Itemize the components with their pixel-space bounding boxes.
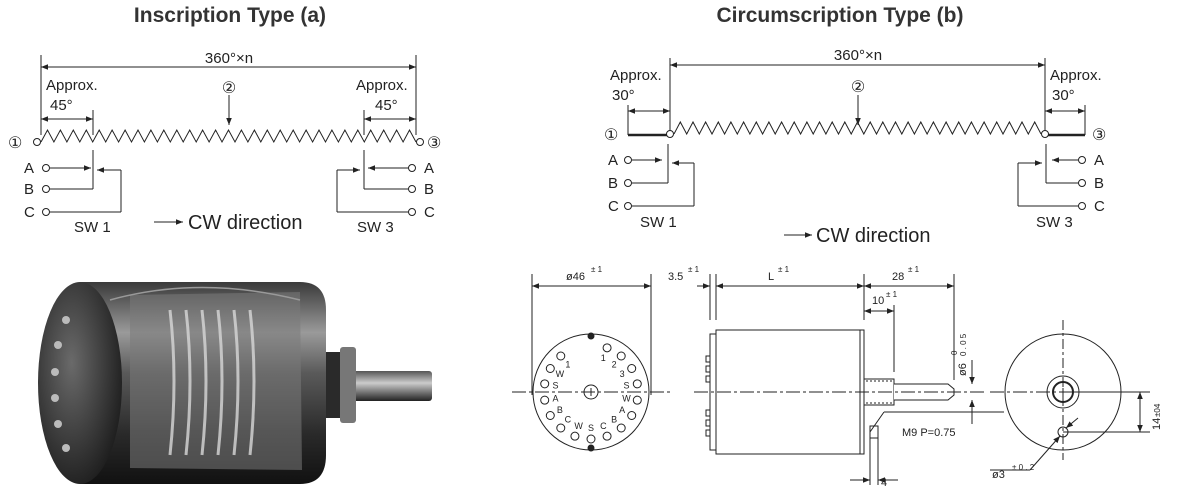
inscription-left-b: B [24,181,34,198]
face-lug [540,379,550,389]
dim-flange: 3.5 [668,271,683,283]
circumscription-left-b: B [608,175,618,192]
face-label: 1 [565,359,570,369]
face-label: B [557,405,563,415]
face-label: W [622,393,631,403]
face-lug [602,343,612,353]
face-label: C [565,415,572,425]
dim-length-tol: ± 1 [778,265,790,274]
face-lug [632,395,642,405]
face-label: W [556,369,565,379]
inscription-terminal-left: ① [8,135,22,152]
inscription-direction: CW direction [188,212,302,234]
face-lug [616,351,626,361]
face-label: S [553,381,559,391]
inscription-sw1: SW 1 [74,219,111,236]
inscription-angle-right: 45° [375,97,398,114]
circumscription-angle-right: 30° [1052,87,1075,104]
circumscription-terminal-right: ③ [1092,127,1106,144]
circumscription-right-a: A [1094,152,1104,169]
face-lug [586,434,596,444]
face-lug [556,351,566,361]
circumscription-sw1: SW 1 [640,214,677,231]
face-label: 2 [612,359,617,369]
face-label: C [600,421,607,431]
face-lug [627,411,637,420]
face-lug [545,411,555,420]
inscription-angle-left: 45° [50,97,73,114]
circumscription-direction: CW direction [816,225,930,247]
dim-shaft-dia-tol-upper: 0 [950,350,959,355]
inscription-schematic [33,55,424,225]
face-label: 1 [601,353,606,363]
dim-shaft-length: 28 [892,271,904,283]
circumscription-right-c: C [1094,198,1105,215]
inscription-span-label: 360°×n [205,50,253,67]
face-lug [556,423,566,433]
face-label: A [619,405,625,415]
circumscription-title: Circumscription Type (b) [716,4,964,27]
face-lug [602,431,612,441]
dimension-drawing [512,274,1150,485]
face-label: 3 [620,369,625,379]
circumscription-span-label: 360°×n [834,47,882,64]
inscription-approx-right: Approx. [356,77,408,94]
dim-diameter: ø46 [566,271,585,283]
circumscription-right-b: B [1094,175,1104,192]
inscription-terminal-right: ③ [427,135,441,152]
inscription-left-c: C [24,204,35,221]
dim-diameter-tol: ± 1 [591,265,603,274]
face-lug [570,431,580,441]
inscription-right-c: C [424,204,435,221]
inscription-wiper-mark: ② [222,80,236,97]
dim-pin-radius: 14 [1151,418,1163,430]
circumscription-terminal-left: ① [604,127,618,144]
face-label: A [553,393,559,403]
circumscription-angle-left: 30° [612,87,635,104]
circumscription-sw3: SW 3 [1036,214,1073,231]
potentiometer-photo [38,282,432,484]
face-label: W [574,421,583,431]
face-lug [627,364,637,373]
face-label: S [588,423,594,433]
dim-flange-tol: ± 1 [688,265,700,274]
circumscription-left-a: A [608,152,618,169]
dim-shaft-dia-tol-lower: 0 . 0 5 [959,333,968,356]
inscription-right-a: A [424,160,434,177]
dim-shaft-length-tol: ± 1 [908,265,920,274]
dim-thread: M9 P=0.75 [902,427,956,439]
inscription-sw3: SW 3 [357,219,394,236]
inscription-approx-left: Approx. [46,77,98,94]
face-label: B [611,415,617,425]
circumscription-approx-right: Approx. [1050,67,1102,84]
face-lug [616,423,626,433]
face-lug [632,379,642,389]
dim-length: L [768,271,774,283]
inscription-left-a: A [24,160,34,177]
dim-bushing: 10 [872,295,884,307]
inscription-title: Inscription Type (a) [133,4,327,27]
dim-pin-offset: 4 [881,477,887,489]
circumscription-wiper-mark: ② [851,79,865,96]
face-lug [545,364,555,373]
dim-bushing-tol: ± 1 [886,290,898,299]
dim-pin-dia: ø3 [992,469,1005,481]
circumscription-left-c: C [608,198,619,215]
face-label: S [623,381,629,391]
circumscription-schematic [624,58,1086,238]
circumscription-approx-left: Approx. [610,67,662,84]
dim-shaft-dia: ø6 [957,363,969,376]
face-lug [540,395,550,405]
dim-pin-dia-tol: ± 0 . 2 [1012,463,1035,472]
inscription-right-b: B [424,181,434,198]
dim-pin-radius-tol: ±04 [1153,403,1162,417]
